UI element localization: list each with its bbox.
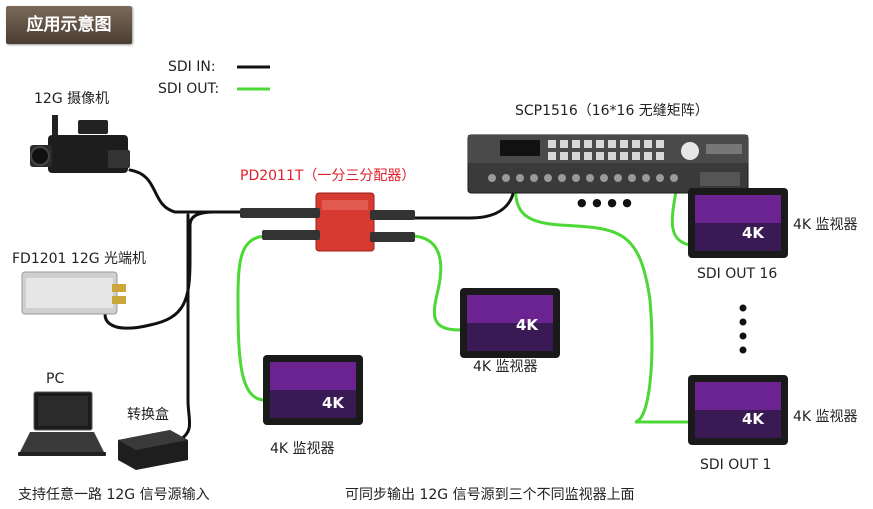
sdi-out-1-label: SDI OUT 1 — [700, 457, 772, 473]
camera-label: 12G 摄像机 — [34, 91, 110, 107]
monitor-out1-label: 4K 监视器 — [793, 409, 858, 425]
vertical-ellipsis — [739, 304, 747, 354]
converter-device — [118, 430, 188, 470]
monitor-left-label: 4K 监视器 — [270, 441, 335, 457]
caption-left: 支持任意一路 12G 信号源输入 — [18, 487, 210, 503]
out-cable-monitor-mid — [408, 234, 462, 332]
monitor-mid-badge: 4K — [516, 316, 539, 334]
converter-label: 转换盒 — [127, 407, 169, 423]
title-banner: 应用示意图 — [6, 6, 132, 44]
monitor-mid-label: 4K 监视器 — [473, 359, 538, 375]
monitor-out16-badge: 4K — [742, 224, 765, 242]
legend-sdi-out-label: SDI OUT: — [158, 81, 220, 97]
out-cable-monitor-out1 — [513, 178, 692, 424]
monitor-left-badge: 4K — [322, 394, 345, 412]
monitor-out16-label: 4K 监视器 — [793, 217, 858, 233]
camera-cable — [128, 168, 252, 214]
matrix-label: SCP1516（16*16 无缝矩阵） — [515, 103, 709, 119]
splitter-label: PD2011T（一分三分配器） — [240, 168, 416, 184]
converter-cable — [178, 213, 192, 442]
legend-sdi-in-label: SDI IN: — [168, 59, 216, 75]
fiber-cable — [103, 210, 217, 330]
sdi-out-cables — [236, 178, 692, 424]
horizontal-ellipsis: ● ● ● ● — [577, 196, 633, 209]
caption-right: 可同步输出 12G 信号源到三个不同监视器上面 — [345, 487, 635, 503]
fiber-device — [21, 271, 126, 315]
laptop-device — [18, 391, 106, 456]
monitor-out1-badge: 4K — [742, 410, 765, 428]
out-cable-monitor-left — [236, 234, 270, 402]
monitor-shapes — [263, 188, 788, 445]
matrix-device — [467, 134, 749, 194]
pc-label: PC — [46, 371, 65, 387]
fiber-label: FD1201 12G 光端机 — [12, 251, 147, 267]
page-title: 应用示意图 — [26, 15, 112, 35]
splitter-device — [240, 192, 415, 252]
camera-device — [30, 115, 130, 173]
sdi-out-16-label: SDI OUT 16 — [697, 266, 778, 282]
